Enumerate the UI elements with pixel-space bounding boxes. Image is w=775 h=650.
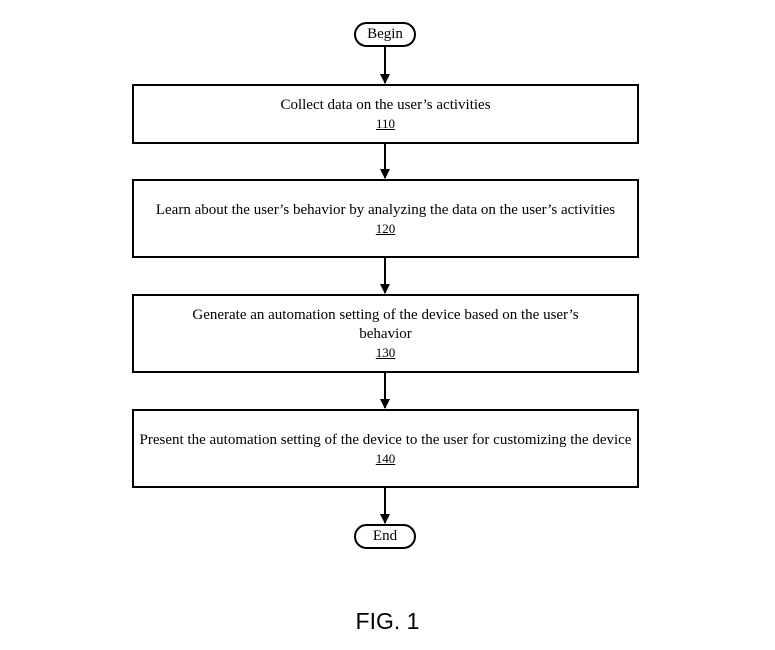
step-120-ref: 120 bbox=[375, 220, 396, 236]
step-110-text: Collect data on the user’s activities bbox=[280, 97, 491, 113]
end-terminal: End bbox=[354, 524, 416, 549]
begin-label: Begin bbox=[367, 26, 403, 42]
step-130-ref: 130 bbox=[375, 345, 396, 360]
step-130-text: Generate an automation setting of the de… bbox=[192, 307, 579, 342]
step-140-box: Present the automation setting of the de… bbox=[132, 409, 639, 488]
figure-caption: FIG. 1 bbox=[355, 608, 420, 634]
step-120-text: Learn about the user’s behavior by analy… bbox=[155, 201, 616, 218]
step-110-box: Collect data on the user’s activities 11… bbox=[132, 84, 639, 144]
step-130-box: Generate an automation setting of the de… bbox=[132, 294, 639, 373]
step-140-text: Present the automation setting of the de… bbox=[139, 431, 632, 448]
step-110-ref: 110 bbox=[375, 116, 396, 131]
step-140-ref: 140 bbox=[375, 450, 396, 466]
end-label: End bbox=[372, 528, 398, 544]
step-120-box: Learn about the user’s behavior by analy… bbox=[132, 179, 639, 258]
begin-terminal: Begin bbox=[354, 22, 416, 47]
